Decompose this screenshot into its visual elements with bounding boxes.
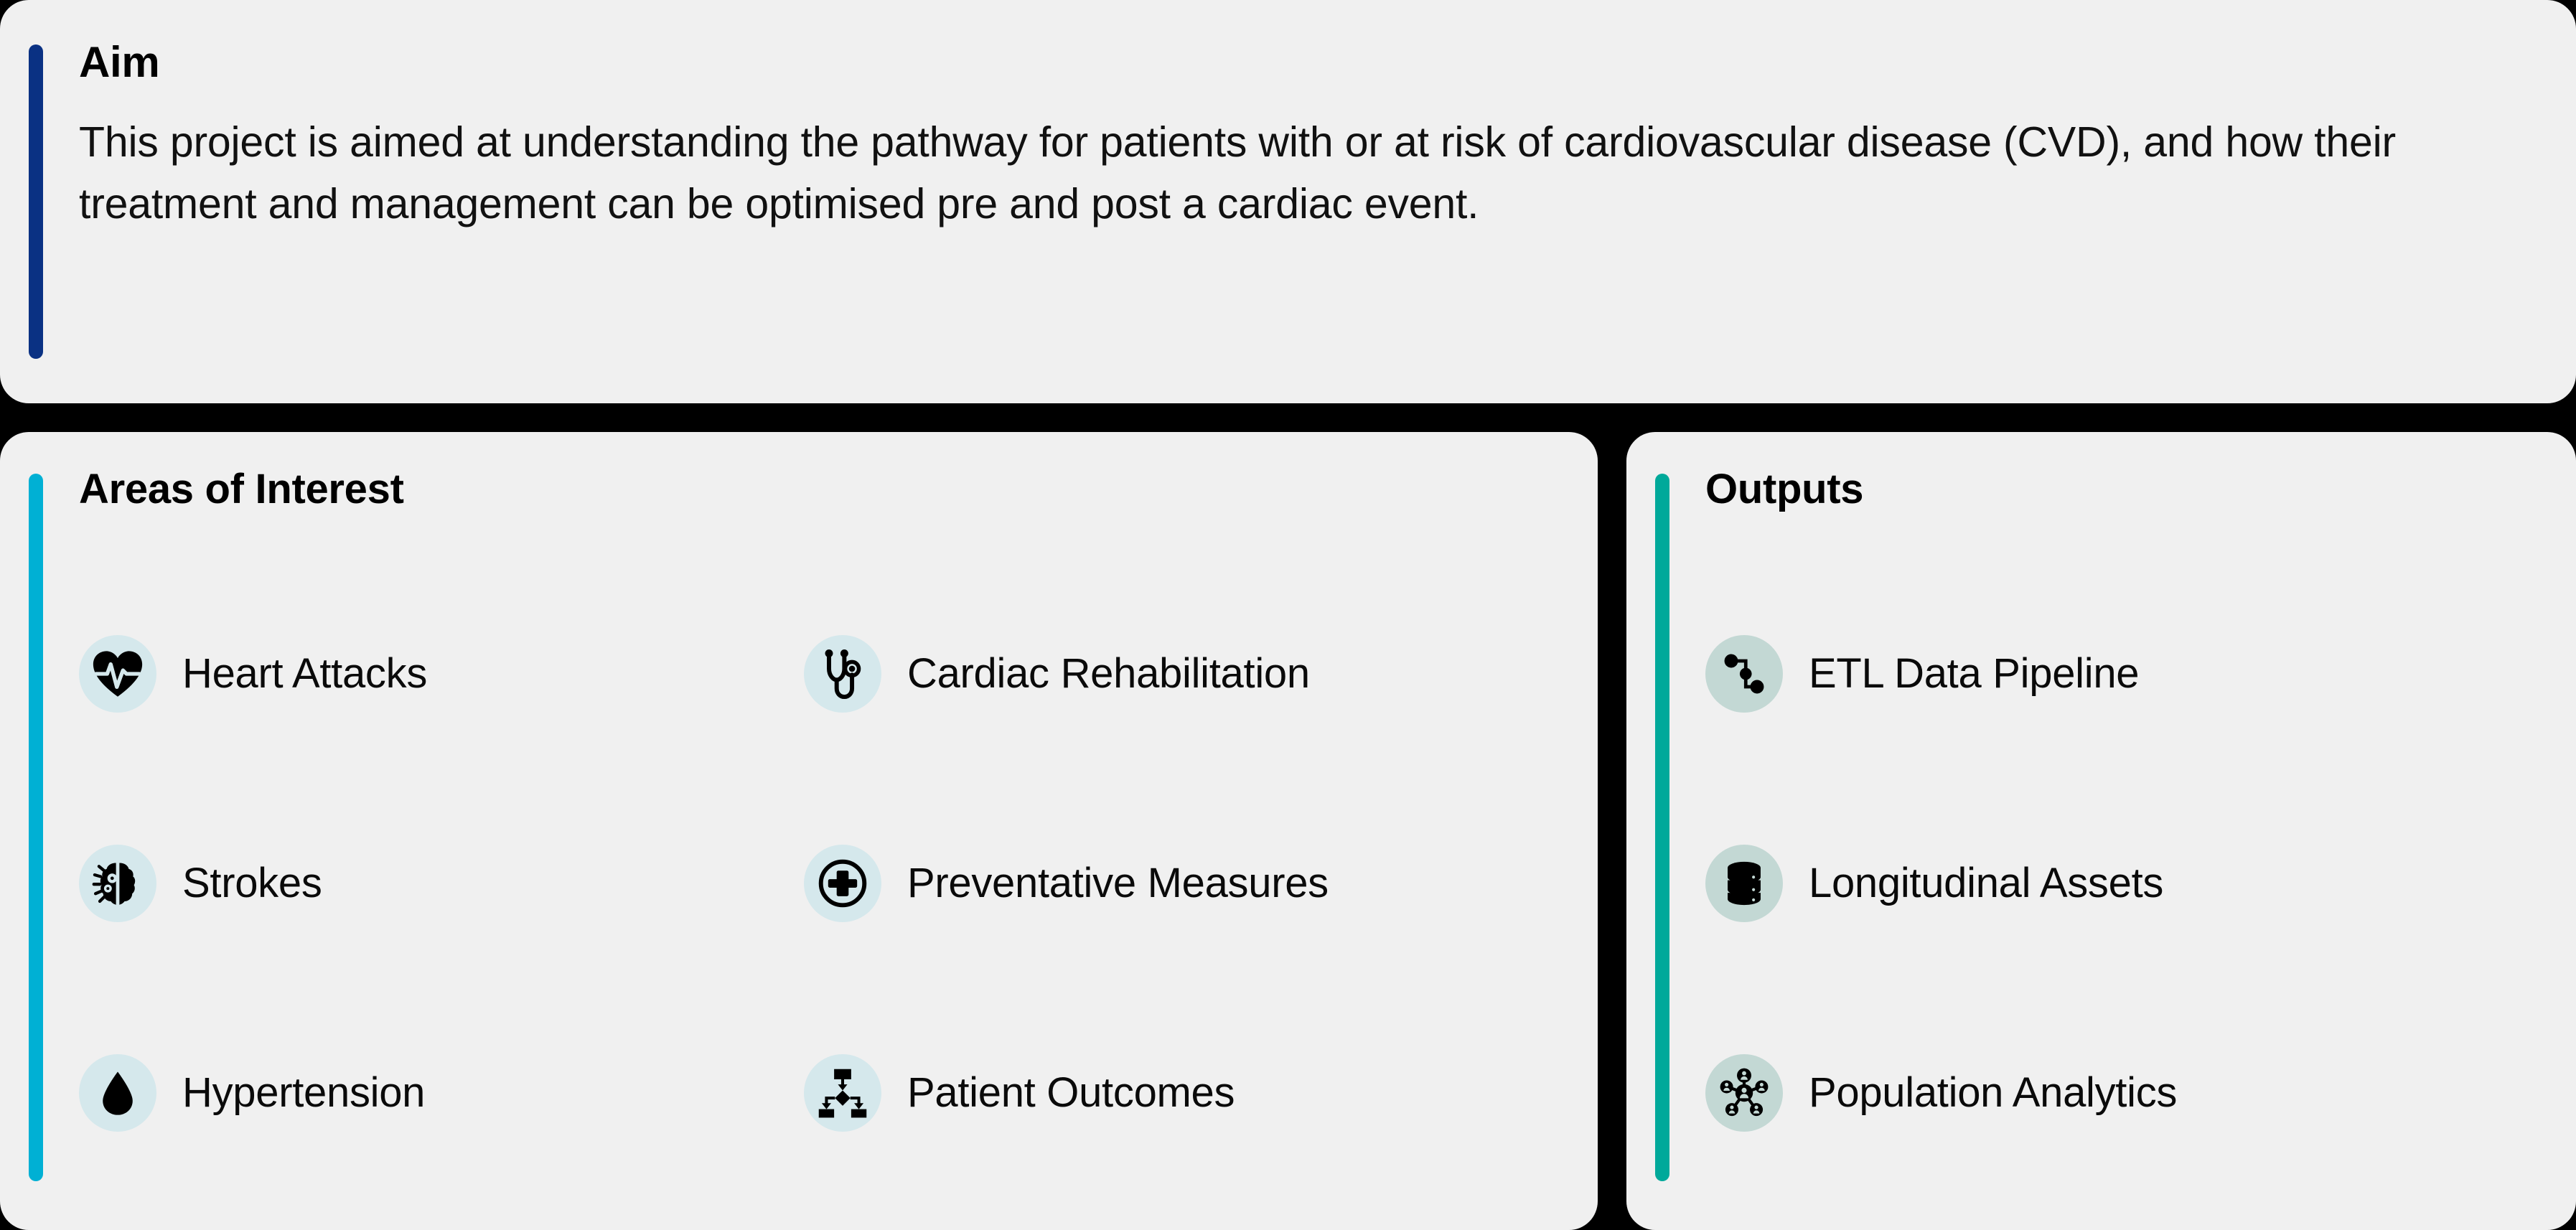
area-item-patient-outcomes[interactable]: Patient Outcomes <box>804 1053 1569 1132</box>
area-item-label: Cardiac Rehabilitation <box>907 649 1310 697</box>
people-network-icon <box>1705 1053 1783 1132</box>
area-item-heart-attacks[interactable]: Heart Attacks <box>79 634 804 713</box>
brain-gears-icon <box>79 844 156 922</box>
area-item-label: Hypertension <box>182 1069 426 1116</box>
plus-circle-icon <box>804 844 881 922</box>
outputs-accent-bar <box>1655 474 1669 1181</box>
flowchart-icon <box>804 1053 881 1132</box>
pipeline-nodes-icon <box>1705 634 1783 713</box>
area-item-label: Patient Outcomes <box>907 1069 1235 1116</box>
bottom-row: Areas of Interest Heart Attacks <box>0 432 2576 1230</box>
output-item-longitudinal-assets[interactable]: Longitudinal Assets <box>1705 779 2547 988</box>
areas-of-interest-title: Areas of Interest <box>79 466 404 512</box>
area-item-cardiac-rehabilitation[interactable]: Cardiac Rehabilitation <box>804 634 1569 713</box>
blood-droplet-icon <box>79 1053 156 1132</box>
area-item-label: Preventative Measures <box>907 859 1329 906</box>
outputs-card-body: Outputs ETL Data Pipeline <box>1669 466 2547 1198</box>
aim-description: This project is aimed at understanding t… <box>79 118 2396 227</box>
areas-card-body: Areas of Interest Heart Attacks <box>43 466 1569 1198</box>
outputs-card: Outputs ETL Data Pipeline <box>1626 432 2576 1230</box>
aim-accent-bar <box>29 44 43 359</box>
area-item-strokes[interactable]: Strokes <box>79 844 804 922</box>
output-item-label: Longitudinal Assets <box>1809 859 2164 906</box>
database-icon <box>1705 844 1783 922</box>
outputs-list: ETL Data Pipeline <box>1705 569 2547 1198</box>
area-item-preventative-measures[interactable]: Preventative Measures <box>804 844 1569 922</box>
aim-title: Aim <box>79 38 160 86</box>
areas-of-interest-card: Areas of Interest Heart Attacks <box>0 432 1598 1230</box>
output-item-population-analytics[interactable]: Population Analytics <box>1705 988 2547 1198</box>
heart-pulse-icon <box>79 634 156 713</box>
areas-accent-bar <box>29 474 43 1181</box>
aim-card-body: Aim This project is aimed at understandi… <box>43 37 2512 366</box>
areas-of-interest-grid: Heart Attacks <box>79 569 1569 1198</box>
stethoscope-icon <box>804 634 881 713</box>
area-item-label: Heart Attacks <box>182 649 428 697</box>
aim-card: Aim This project is aimed at understandi… <box>0 0 2576 403</box>
area-item-hypertension[interactable]: Hypertension <box>79 1053 804 1132</box>
area-item-label: Strokes <box>182 859 322 906</box>
outputs-title: Outputs <box>1705 466 1864 512</box>
output-item-label: ETL Data Pipeline <box>1809 649 2140 697</box>
output-item-label: Population Analytics <box>1809 1069 2178 1116</box>
output-item-etl-data-pipeline[interactable]: ETL Data Pipeline <box>1705 569 2547 779</box>
